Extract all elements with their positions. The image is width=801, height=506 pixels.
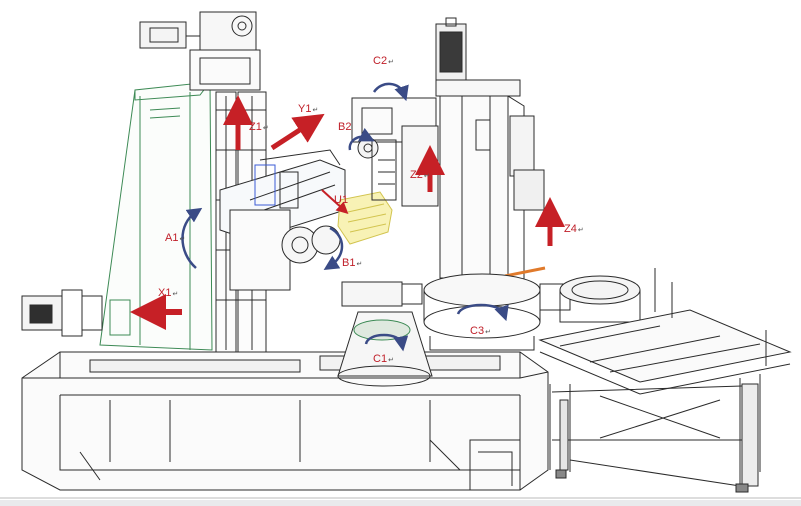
arrow-c3: [456, 303, 509, 322]
label-c2: C2↵: [373, 56, 394, 67]
label-a1-text: A1: [165, 232, 179, 244]
label-x1-text: X1: [158, 287, 172, 299]
arrow-u1: [321, 189, 349, 215]
label-x1-mark: ↵: [172, 291, 179, 298]
label-c1-mark: ↵: [388, 357, 394, 364]
label-y1-text: Y1: [298, 103, 312, 115]
cart-frame: [549, 374, 761, 493]
arrow-a1: [181, 207, 203, 269]
label-u1-text: U1: [334, 194, 349, 206]
workpiece-yellow: [337, 191, 393, 245]
bottom-rule: [0, 500, 801, 506]
label-z1-mark: ↵: [262, 125, 269, 132]
label-b1: B1↵: [342, 258, 362, 269]
arrow-y1: [270, 113, 325, 151]
label-z4-text: Z4: [564, 223, 577, 235]
label-z1: Z1↵: [249, 122, 269, 133]
label-b1-text: B1: [342, 257, 356, 269]
label-z2-text: Z2: [410, 169, 423, 181]
left-spindle-head: [219, 149, 346, 291]
arrow-c2: [372, 82, 409, 102]
right-column: [435, 17, 546, 283]
middle-head: [351, 97, 439, 207]
rotary-table-c1: [337, 281, 433, 387]
label-x1: X1↵: [158, 288, 178, 299]
label-c1-text: C1: [373, 353, 388, 365]
label-b1-mark: ↵: [356, 261, 363, 268]
label-z1-text: Z1: [249, 121, 262, 133]
label-c3-mark: ↵: [485, 329, 491, 336]
label-a1-mark: ↵: [179, 236, 186, 243]
label-y1: Y1↵: [298, 104, 318, 115]
label-c3-text: C3: [470, 325, 485, 337]
label-b2-text: B2: [338, 121, 352, 133]
label-c1: C1↵: [373, 354, 394, 365]
label-y1-mark: ↵: [312, 107, 319, 114]
label-c2-text: C2: [373, 55, 388, 67]
arrow-b2: [348, 127, 375, 151]
machine-base: [21, 351, 549, 491]
label-z2-mark: ↵: [423, 173, 430, 180]
label-c3: C3↵: [470, 326, 491, 337]
motion-arrows: [130, 82, 565, 352]
label-b2: B2: [338, 122, 352, 133]
label-a1: A1↵: [165, 233, 185, 244]
tray-table: [538, 268, 792, 395]
arrow-b1: [323, 226, 344, 270]
label-z4-mark: ↵: [577, 227, 584, 234]
label-c2-mark: ↵: [388, 59, 394, 66]
x-axis-motor: [21, 289, 103, 337]
label-u1: U1: [334, 195, 349, 206]
arrow-c1: [364, 333, 409, 352]
label-z4: Z4↵: [564, 224, 584, 235]
label-z2: Z2↵: [410, 170, 430, 181]
